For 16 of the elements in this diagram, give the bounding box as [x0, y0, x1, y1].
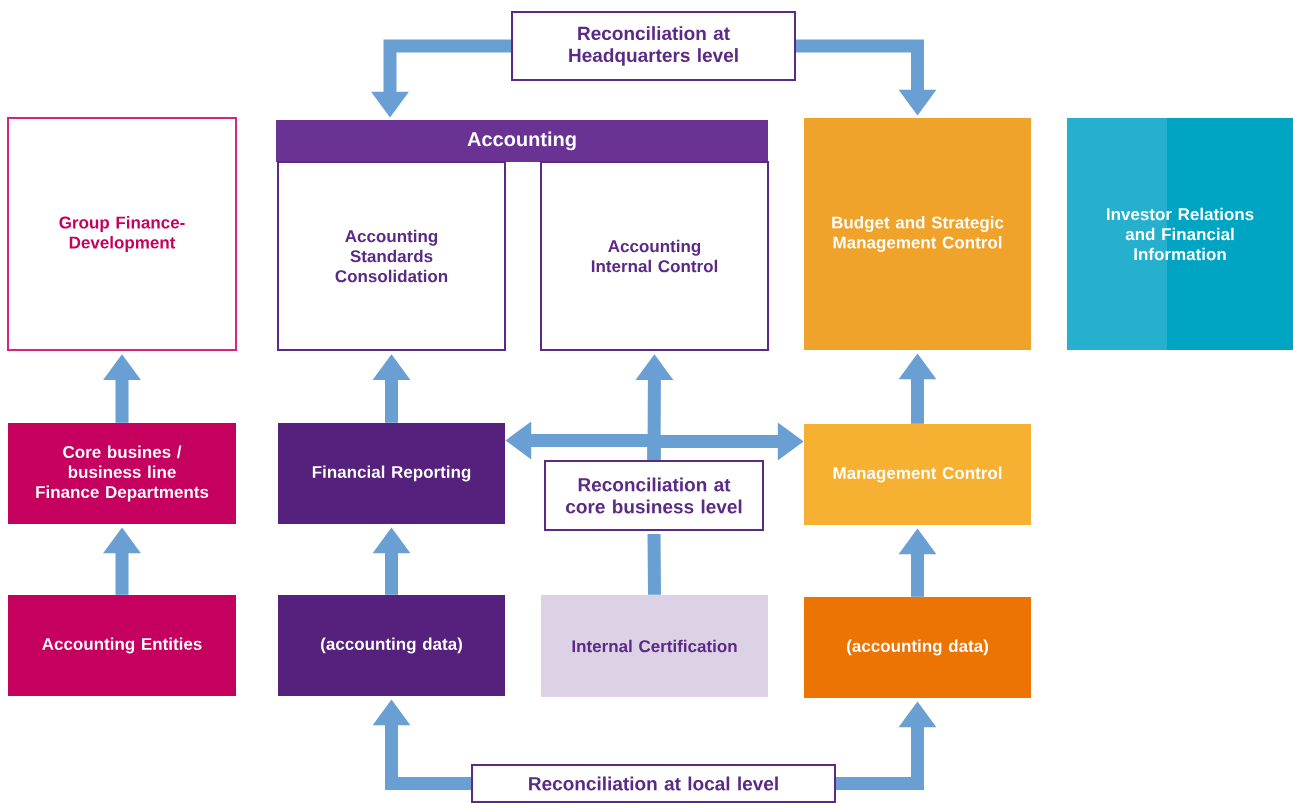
department-box: Investor Relations and Financial Information	[1067, 118, 1293, 350]
header-band: Accounting	[276, 120, 768, 162]
process-box: Financial Reporting	[278, 423, 505, 524]
process-box: Core busines / business line Finance Departments	[8, 423, 236, 524]
department-box: Accounting Standards Consolidation	[277, 161, 506, 351]
source-box: Internal Certification	[541, 595, 768, 697]
department-box: Accounting Internal Control	[540, 161, 769, 351]
source-box: Accounting Entities	[8, 595, 236, 696]
source-box: (accounting data)	[804, 597, 1031, 698]
reconciliation-box: Reconciliation at local level	[471, 764, 836, 803]
process-box: Management Control	[804, 424, 1031, 525]
department-box: Group Finance-Development	[7, 117, 237, 351]
department-box: Budget and Strategic Management Control	[804, 118, 1031, 350]
reconciliation-box: Reconciliation at Headquarters level	[511, 11, 796, 81]
reconciliation-box: Reconciliation at core business level	[544, 460, 764, 531]
source-box: (accounting data)	[278, 595, 505, 696]
